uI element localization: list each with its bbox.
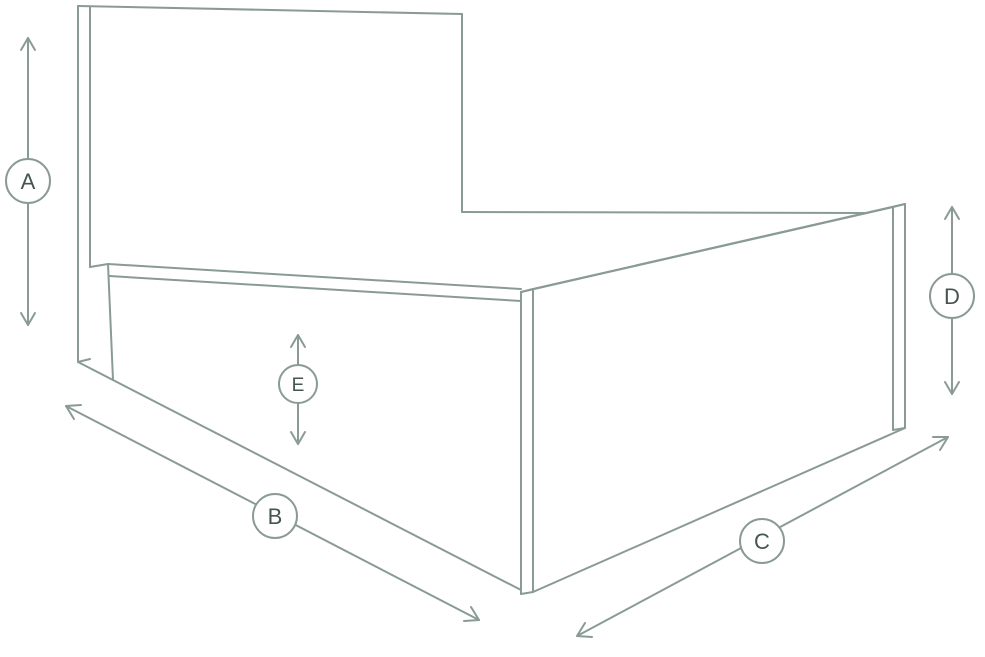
dimension-label-c: C: [739, 518, 785, 564]
footboard: [520, 203, 906, 595]
arrow-b-head-downright-icon: [463, 606, 480, 622]
bed-frame-drawing: [77, 5, 906, 595]
dimension-label-a: A: [5, 158, 51, 204]
base-left-edge: [107, 263, 114, 381]
arrow-c-head-downleft-icon: [576, 622, 593, 638]
label-letter-c: C: [754, 529, 770, 554]
label-letter-d: D: [944, 284, 960, 309]
mattress: [107, 211, 866, 302]
arrow-a-head-up-icon: [20, 37, 36, 51]
arrow-e-head-down-icon: [290, 431, 306, 445]
label-circle-b: [252, 493, 298, 539]
footboard-bottom-right-connector: [892, 427, 906, 431]
footboard-bottom-edge: [532, 427, 906, 593]
dimension-label-e: E: [278, 364, 318, 404]
arrow-d-head-up-icon: [944, 206, 960, 220]
base-bottom-edge: [77, 361, 522, 591]
headboard-base-connector: [89, 263, 109, 268]
arrow-d-head-down-icon: [944, 381, 960, 395]
label-circle-c: [739, 518, 785, 564]
mattress-back-edge: [461, 211, 866, 214]
label-circle-d: [929, 273, 975, 319]
footboard-top-right-connector: [892, 203, 906, 208]
bed-base: [77, 263, 522, 591]
mattress-front-top-edge: [107, 263, 522, 290]
mattress-front-seam: [108, 275, 522, 302]
arrow-e-head-up-icon: [290, 334, 306, 348]
dimension-labels: A B C D E: [5, 158, 975, 564]
arrow-b-head-upleft-icon: [65, 404, 82, 420]
label-letter-e: E: [292, 375, 305, 396]
label-letter-b: B: [268, 504, 283, 529]
dimension-label-b: B: [252, 493, 298, 539]
footboard-bottom-left-connector: [520, 591, 534, 595]
label-circle-e: [278, 364, 318, 404]
label-letter-a: A: [21, 169, 36, 194]
headboard-bottom-sliver: [77, 358, 91, 363]
label-circle-a: [5, 158, 51, 204]
footboard-top-left-connector: [520, 288, 534, 293]
arrow-a-head-down-icon: [20, 312, 36, 326]
footboard-top-inner-edge: [520, 206, 894, 293]
headboard-top-edge: [77, 5, 463, 15]
dimension-label-d: D: [929, 273, 975, 319]
dimension-arrows: [20, 37, 960, 638]
headboard: [77, 5, 463, 363]
arrow-c-head-upright-icon: [932, 436, 949, 451]
